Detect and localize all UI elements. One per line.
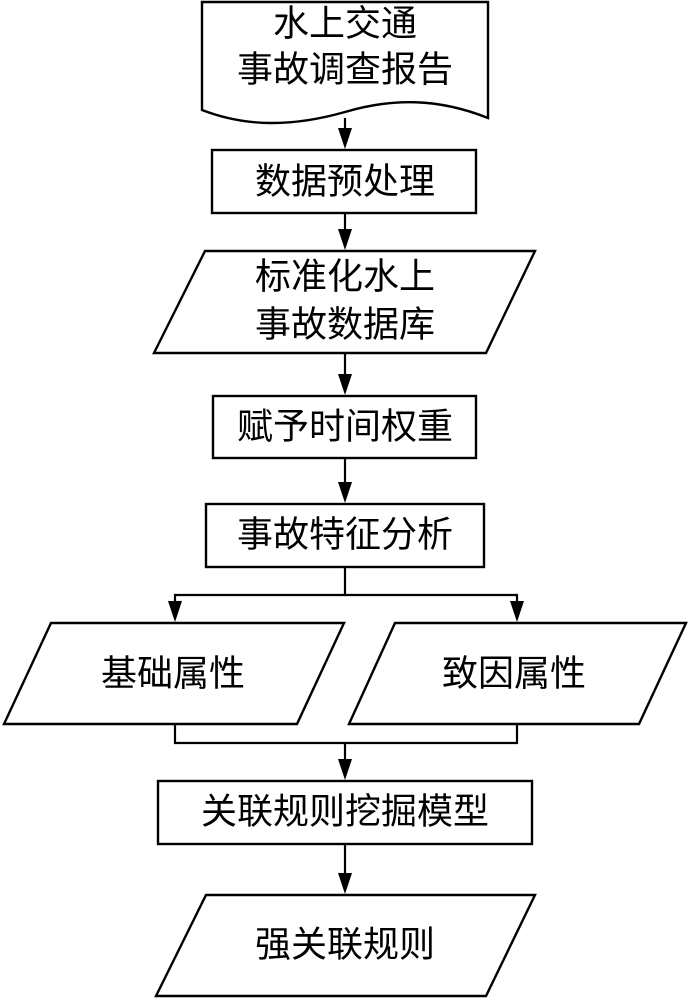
data-parallelogram	[2, 621, 346, 726]
node-standard-database-line-2: 事故数据库	[255, 305, 435, 346]
node-standard-database-line-1: 标准化水上	[255, 257, 435, 298]
node-mining-model-label: 关联规则挖掘模型	[201, 792, 489, 833]
node-accident-report: 水上交通 事故调查报告	[200, 0, 490, 125]
edge-attributes-merge	[173, 724, 519, 745]
node-causal-attributes-label: 致因属性	[442, 654, 586, 695]
node-standard-database: 标准化水上 事故数据库	[152, 249, 537, 355]
node-accident-report-line-1: 水上交通	[273, 4, 417, 45]
data-parallelogram	[154, 893, 537, 998]
node-time-weight: 赋予时间权重	[211, 394, 478, 460]
node-feature-analysis-label: 事故特征分析	[237, 515, 453, 556]
arrowhead-strong-rules	[338, 873, 352, 894]
arrowhead-database	[338, 229, 352, 250]
arrowhead-causal-attributes	[510, 601, 524, 622]
node-feature-analysis: 事故特征分析	[204, 502, 486, 569]
node-strong-rules-label: 强关联规则	[255, 925, 435, 966]
node-preprocessing: 数据预处理	[210, 148, 478, 215]
node-basic-attributes-label: 基础属性	[101, 654, 245, 695]
document-shape	[200, 0, 490, 125]
node-mining-model: 关联规则挖掘模型	[156, 779, 534, 846]
process-box	[211, 394, 478, 460]
arrowhead-feature-analysis	[338, 482, 352, 503]
node-causal-attributes: 致因属性	[347, 621, 688, 726]
node-basic-attributes: 基础属性	[2, 621, 346, 726]
edge-feature-analysis-split-right	[345, 593, 519, 612]
process-box	[156, 779, 534, 846]
arrowhead-basic-attributes	[168, 601, 182, 622]
arrowhead-time-weight	[338, 374, 352, 395]
edge-feature-analysis-split	[173, 567, 347, 612]
arrowheads	[168, 128, 524, 894]
node-preprocessing-label: 数据预处理	[255, 162, 435, 203]
node-time-weight-label: 赋予时间权重	[237, 407, 453, 448]
arrowhead-preprocessing	[338, 128, 352, 149]
data-parallelogram	[152, 249, 537, 355]
node-strong-rules: 强关联规则	[154, 893, 537, 998]
arrowhead-mining-model	[338, 759, 352, 780]
process-box	[210, 148, 478, 215]
process-box	[204, 502, 486, 569]
node-accident-report-line-2: 事故调查报告	[237, 50, 453, 91]
data-parallelogram	[347, 621, 688, 726]
